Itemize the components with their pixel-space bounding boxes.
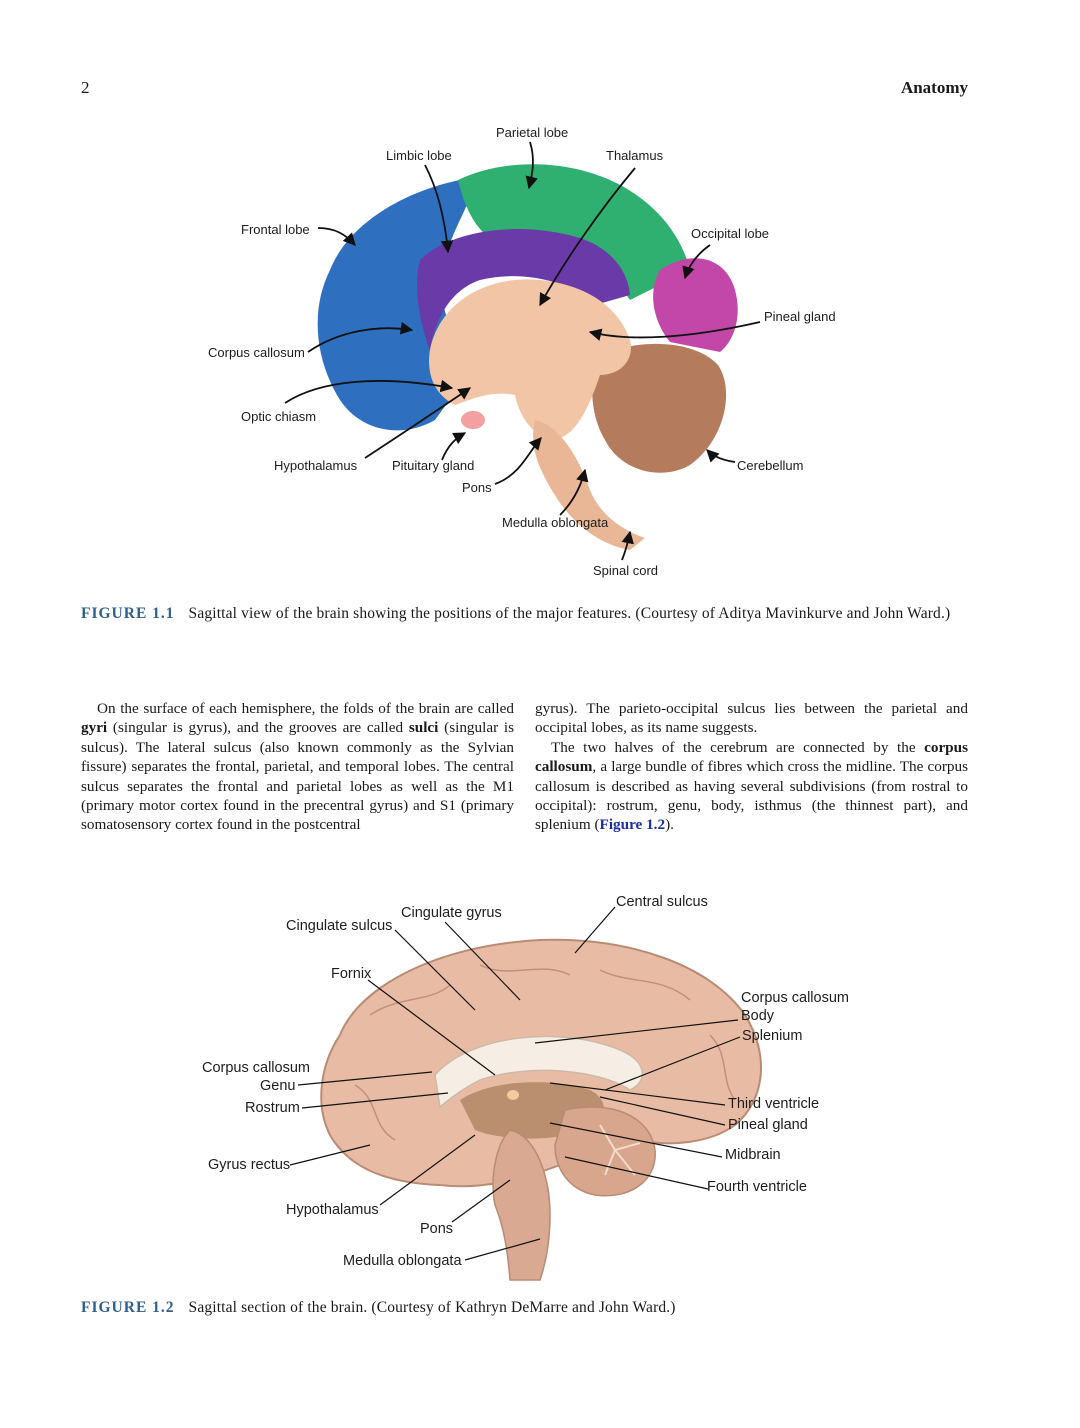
text-run: The two halves of the cerebrum are conne… — [551, 738, 925, 756]
pineal-region — [507, 1090, 519, 1100]
paragraph-continuation: gyrus). The parieto-occipital sulcus lie… — [535, 700, 968, 737]
body-column-left: On the surface of each hemisphere, the f… — [81, 699, 514, 835]
running-head: Anatomy — [900, 78, 968, 97]
label-body: Body — [741, 1008, 775, 1024]
diencephalon-region — [429, 279, 631, 440]
text-run: , a large bundle of fibres which cross t… — [535, 758, 968, 834]
figure-1-1: Parietal lobe Limbic lobe Thalamus Front… — [190, 120, 890, 590]
label-limbic-lobe: Limbic lobe — [386, 148, 452, 163]
cerebellum-region — [592, 343, 727, 473]
paragraph-gyri-sulci: On the surface of each hemisphere, the f… — [81, 699, 514, 835]
term-sulci: sulci — [408, 719, 439, 737]
label-parietal-lobe: Parietal lobe — [496, 125, 569, 140]
term-gyri: gyri — [81, 719, 108, 737]
figure-1-2-link[interactable]: Figure 1.2 — [599, 816, 666, 834]
label-cingulate-gyrus: Cingulate gyrus — [401, 905, 502, 921]
label-third-ventricle: Third ventricle — [728, 1096, 820, 1112]
label-midbrain: Midbrain — [725, 1147, 781, 1163]
page-number: 2 — [81, 78, 90, 97]
label-cerebellum: Cerebellum — [737, 458, 804, 473]
figure-1-2: Central sulcus Cingulate gyrus Cingulate… — [190, 885, 890, 1285]
figure-1-1-caption-number: FIGURE 1.1 — [81, 605, 175, 622]
text-run: On the surface of each hemisphere, the f… — [97, 700, 514, 717]
limbic-lobe-region — [417, 229, 630, 350]
label-cingulate-sulcus: Cingulate sulcus — [286, 918, 393, 934]
label-occipital-lobe: Occipital lobe — [691, 226, 770, 241]
corpus-callosum-region — [434, 1035, 644, 1109]
label-spinal-cord: Spinal cord — [593, 563, 659, 578]
figure-1-1-caption: FIGURE 1.1 Sagittal view of the brain sho… — [81, 604, 968, 624]
label-thalamus: Thalamus — [606, 148, 664, 163]
text-run: (singular is sulcus). The lateral sulcus… — [81, 719, 514, 834]
label-splenium: Splenium — [742, 1028, 803, 1044]
label-frontal-lobe: Frontal lobe — [241, 222, 310, 237]
label-central-sulcus: Central sulcus — [616, 894, 708, 910]
label-pineal-gland: Pineal gland — [728, 1117, 808, 1133]
figure-1-2-caption-number: FIGURE 1.2 — [81, 1299, 175, 1316]
label-hypothalamus: Hypothalamus — [274, 458, 358, 473]
brain-lobes-illustration — [284, 141, 761, 561]
text-run: (singular is gyrus), and the grooves are… — [107, 719, 409, 737]
body-column-right: gyrus). The parieto-occipital sulcus lie… — [535, 699, 968, 835]
label-medulla-oblongata: Medulla oblongata — [343, 1253, 462, 1269]
label-pons: Pons — [420, 1221, 454, 1237]
label-corpus-callosum: Corpus callosum — [208, 345, 305, 360]
label-pituitary-gland: Pituitary gland — [392, 458, 475, 473]
text-run: ). — [665, 816, 674, 834]
pituitary-region — [461, 411, 485, 429]
label-genu: Genu — [260, 1078, 296, 1094]
figure-1-2-caption-text: Sagittal section of the brain. (Courtesy… — [188, 1299, 676, 1316]
brainstem-region — [533, 420, 645, 550]
parietal-lobe-region — [458, 164, 690, 300]
label-hypothalamus: Hypothalamus — [286, 1202, 379, 1218]
label-fourth-ventricle: Fourth ventricle — [707, 1179, 807, 1195]
label-pineal-gland: Pineal gland — [764, 309, 836, 324]
label-medulla-oblongata: Medulla oblongata — [502, 515, 609, 530]
figure-1-2-caption: FIGURE 1.2 Sagittal section of the brain.… — [81, 1298, 968, 1318]
label-gyrus-rectus: Gyrus rectus — [208, 1157, 291, 1173]
brain-sagittal-section-illustration — [289, 906, 762, 1281]
label-rostrum: Rostrum — [245, 1100, 300, 1116]
paragraph-corpus-callosum: The two halves of the cerebrum are conne… — [535, 738, 968, 835]
label-optic-chiasm: Optic chiasm — [241, 409, 317, 424]
label-corpus-callosum-left: Corpus callosum — [202, 1060, 310, 1076]
label-corpus-callosum-right: Corpus callosum — [741, 990, 849, 1006]
occipital-lobe-region — [653, 258, 738, 352]
figure-1-1-caption-text: Sagittal view of the brain showing the p… — [188, 605, 951, 622]
label-pons: Pons — [462, 480, 492, 495]
label-fornix: Fornix — [331, 966, 372, 982]
term-corpus-callosum: corpus callosum — [535, 738, 968, 776]
brainstem-region — [492, 1129, 551, 1281]
